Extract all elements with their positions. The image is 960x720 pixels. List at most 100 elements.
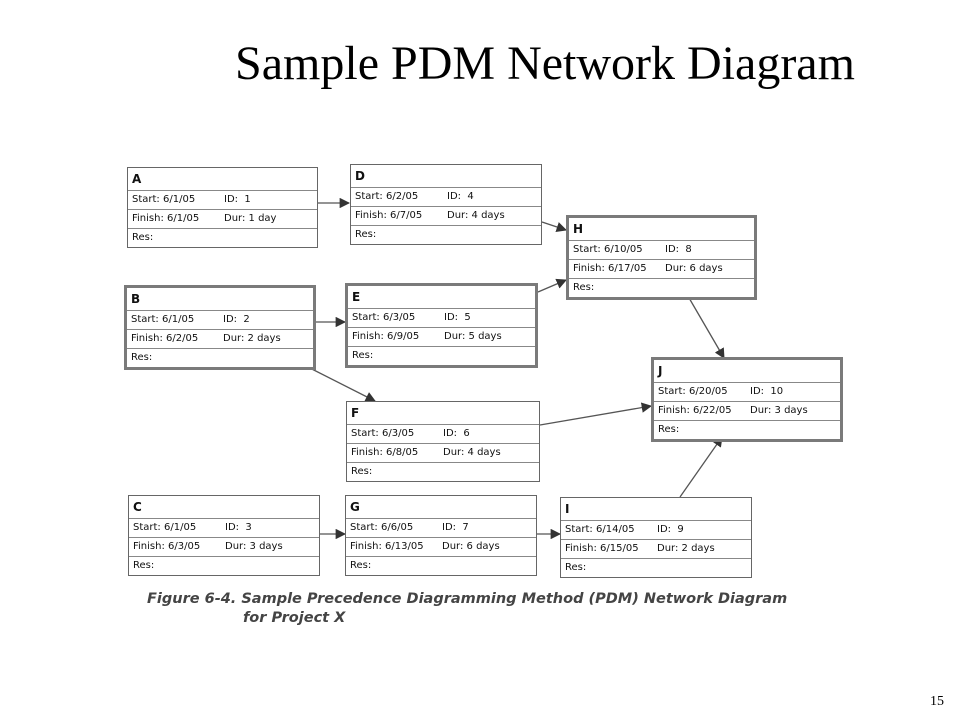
- node-name: I: [561, 498, 751, 521]
- edge-E-H: [537, 278, 567, 293]
- page-number: 15: [930, 694, 944, 709]
- start-value: 6/1/05: [162, 314, 195, 325]
- res-row: Res:: [658, 424, 680, 435]
- node-name: G: [346, 496, 536, 519]
- node-name: E: [348, 286, 535, 309]
- start-value: 6/3/05: [383, 312, 416, 323]
- node-name: D: [351, 165, 541, 188]
- caption-line-2: for Project X: [243, 610, 346, 626]
- id-value: 1: [244, 194, 251, 205]
- node-name: A: [128, 168, 317, 191]
- finish-value: 6/9/05: [387, 331, 420, 342]
- dur-value: 3 days: [774, 405, 808, 416]
- dur-value: 3 days: [249, 541, 283, 552]
- finish-value: 6/22/05: [693, 405, 732, 416]
- finish-value: 6/13/05: [385, 541, 424, 552]
- dur-value: 5 days: [468, 331, 502, 342]
- finish-value: 6/3/05: [168, 541, 201, 552]
- edge-H-J: [684, 290, 725, 359]
- finish-value: 6/8/05: [386, 447, 419, 458]
- res-row: Res:: [350, 560, 372, 571]
- finish-value: 6/2/05: [166, 333, 199, 344]
- start-value: 6/14/05: [596, 524, 635, 535]
- slide-title: Sample PDM Network Diagram: [235, 37, 855, 90]
- edge-I-J: [679, 436, 723, 498]
- res-row: Res:: [565, 562, 587, 573]
- node-name: B: [127, 288, 313, 311]
- edge-F-J: [539, 402, 653, 426]
- finish-value: 6/1/05: [167, 213, 200, 224]
- res-row: Res:: [133, 560, 155, 571]
- finish-value: 6/17/05: [608, 263, 647, 274]
- node-name: H: [569, 218, 754, 241]
- dur-value: 6 days: [689, 263, 723, 274]
- caption-line-1: Figure 6-4. Sample Precedence Diagrammin…: [147, 591, 788, 607]
- node-name: J: [654, 360, 840, 383]
- id-value: 7: [462, 522, 469, 533]
- res-row: Res:: [351, 466, 373, 477]
- node-name: F: [347, 402, 539, 425]
- id-value: 6: [463, 428, 470, 439]
- id-value: 3: [245, 522, 252, 533]
- dur-value: 6 days: [466, 541, 500, 552]
- edge-D-H: [541, 221, 567, 232]
- start-value: 6/2/05: [386, 191, 419, 202]
- start-value: 6/6/05: [381, 522, 414, 533]
- id-value: 9: [677, 524, 684, 535]
- res-row: Res:: [355, 229, 377, 240]
- id-value: 10: [770, 386, 784, 397]
- start-value: 6/1/05: [163, 194, 196, 205]
- dur-value: 2 days: [681, 543, 715, 554]
- res-row: Res:: [131, 352, 153, 363]
- dur-value: 1 day: [248, 213, 277, 224]
- start-value: 6/3/05: [382, 428, 415, 439]
- start-value: 6/10/05: [604, 244, 643, 255]
- id-value: 2: [243, 314, 250, 325]
- node-name: C: [129, 496, 319, 519]
- res-row: Res:: [132, 232, 154, 243]
- res-row: Res:: [573, 282, 595, 293]
- id-value: 8: [685, 244, 692, 255]
- dur-value: 4 days: [471, 210, 505, 221]
- start-value: 6/1/05: [164, 522, 197, 533]
- dur-value: 2 days: [247, 333, 281, 344]
- id-value: 5: [464, 312, 471, 323]
- finish-value: 6/15/05: [600, 543, 639, 554]
- finish-value: 6/7/05: [390, 210, 423, 221]
- start-value: 6/20/05: [689, 386, 728, 397]
- id-value: 4: [467, 191, 474, 202]
- res-row: Res:: [352, 350, 374, 361]
- dur-value: 4 days: [467, 447, 501, 458]
- figure-caption: Figure 6-4. Sample Precedence Diagrammin…: [147, 590, 867, 628]
